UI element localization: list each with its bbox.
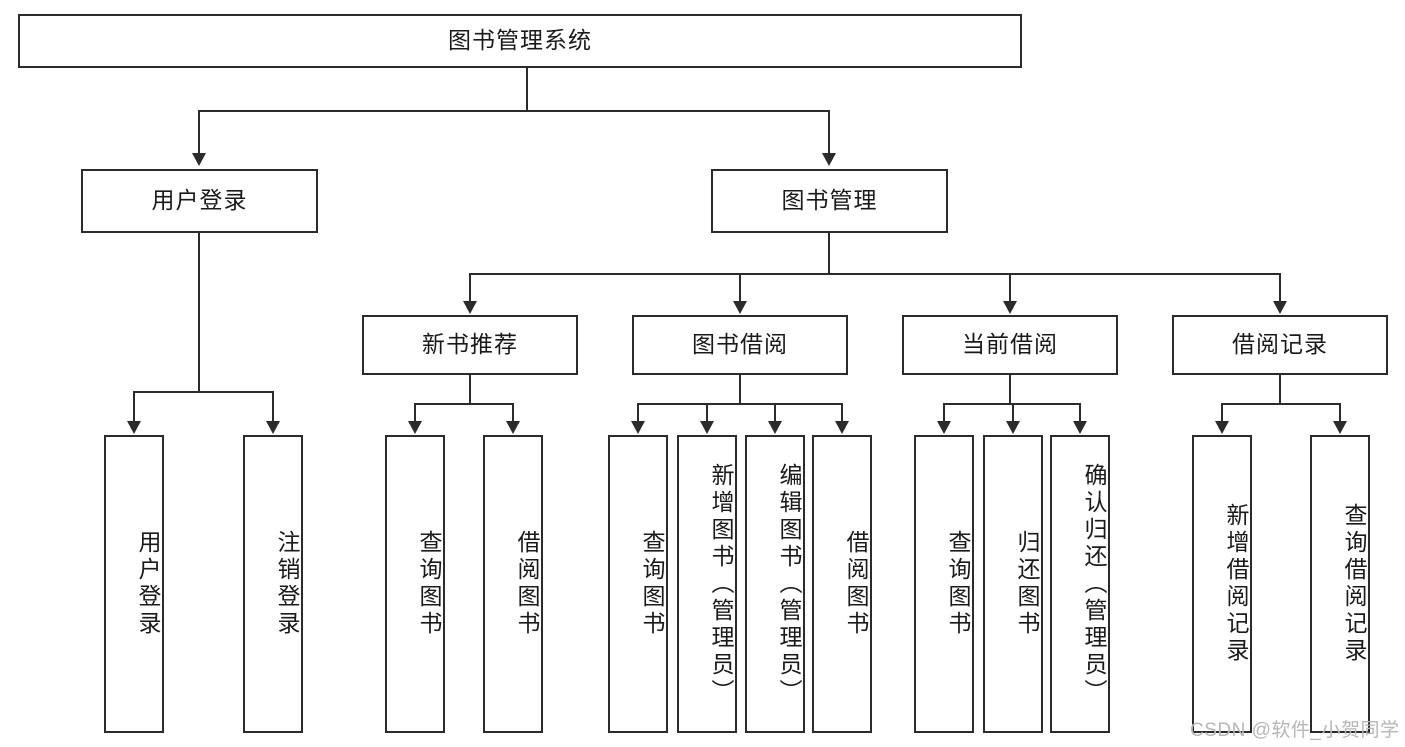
leaf-current-borrow-confirm[interactable]: 确认归还（管理员） bbox=[1050, 435, 1110, 733]
arrow-user-login-to-leaf-1 bbox=[127, 421, 141, 434]
arrow-nb-to-leaf-2 bbox=[506, 421, 520, 434]
connector-bm-to-new-book bbox=[469, 273, 471, 303]
connector-br-to-leaf-2 bbox=[1339, 403, 1341, 423]
node-label: 用户登录 bbox=[151, 187, 248, 214]
connector-user-login-stem bbox=[198, 233, 200, 391]
node-label: 图书管理系统 bbox=[448, 27, 592, 54]
arrow-bm-to-current-borrow bbox=[1003, 301, 1017, 314]
node-new-book-recommend[interactable]: 新书推荐 bbox=[362, 315, 578, 375]
node-label: 新增图书（管理员） bbox=[708, 462, 734, 706]
leaf-user-login-login[interactable]: 用户登录 bbox=[104, 435, 164, 733]
arrow-nb-to-leaf-1 bbox=[408, 421, 422, 434]
connector-current-borrow-stem bbox=[1009, 375, 1011, 403]
connector-user-login-to-leaf-1 bbox=[133, 391, 135, 423]
leaf-current-borrow-return[interactable]: 归还图书 bbox=[983, 435, 1043, 733]
csdn-watermark: CSDN @软件_小贺同学 bbox=[1190, 720, 1400, 741]
connector-root-to-book-manage bbox=[828, 110, 830, 153]
leaf-book-borrow-borrow[interactable]: 借阅图书 bbox=[812, 435, 872, 733]
node-root-system[interactable]: 图书管理系统 bbox=[18, 14, 1022, 68]
node-label: 借阅记录 bbox=[1232, 331, 1328, 358]
leaf-book-borrow-add[interactable]: 新增图书（管理员） bbox=[677, 435, 737, 733]
arrow-bb-to-leaf-3 bbox=[768, 421, 782, 434]
connector-root-bus bbox=[198, 110, 830, 112]
connector-bb-to-leaf-3 bbox=[774, 403, 776, 423]
node-label: 新增借阅记录 bbox=[1223, 503, 1249, 665]
node-label: 当前借阅 bbox=[962, 331, 1058, 358]
node-label: 注销登录 bbox=[274, 530, 300, 638]
arrow-bm-to-book-borrow bbox=[733, 301, 747, 314]
arrow-cb-to-leaf-3 bbox=[1073, 421, 1087, 434]
connector-cb-to-leaf-3 bbox=[1079, 403, 1081, 423]
connector-new-book-stem bbox=[469, 375, 471, 403]
leaf-current-borrow-query[interactable]: 查询图书 bbox=[914, 435, 974, 733]
connector-user-login-bus bbox=[133, 391, 273, 393]
connector-book-borrow-bus bbox=[637, 403, 843, 405]
node-borrow-record[interactable]: 借阅记录 bbox=[1172, 315, 1388, 375]
arrow-br-to-leaf-1 bbox=[1215, 421, 1229, 434]
connector-bm-to-current-borrow bbox=[1009, 273, 1011, 303]
node-user-login[interactable]: 用户登录 bbox=[81, 169, 318, 233]
connector-bb-to-leaf-4 bbox=[841, 403, 843, 423]
connector-cb-to-leaf-2 bbox=[1012, 403, 1014, 423]
arrow-root-to-user-login bbox=[192, 153, 206, 166]
node-current-borrow[interactable]: 当前借阅 bbox=[902, 315, 1118, 375]
node-label: 归还图书 bbox=[1014, 530, 1040, 638]
connector-user-login-to-leaf-2 bbox=[272, 391, 274, 423]
connector-br-to-leaf-1 bbox=[1221, 403, 1223, 423]
arrow-bb-to-leaf-2 bbox=[700, 421, 714, 434]
leaf-borrow-record-add[interactable]: 新增借阅记录 bbox=[1192, 435, 1252, 733]
node-label: 编辑图书（管理员） bbox=[776, 462, 802, 706]
node-label: 借阅图书 bbox=[514, 530, 540, 638]
leaf-new-book-borrow[interactable]: 借阅图书 bbox=[483, 435, 543, 733]
arrow-cb-to-leaf-2 bbox=[1006, 421, 1020, 434]
leaf-book-borrow-query[interactable]: 查询图书 bbox=[608, 435, 668, 733]
leaf-new-book-query[interactable]: 查询图书 bbox=[385, 435, 445, 733]
arrow-bb-to-leaf-1 bbox=[631, 421, 645, 434]
node-label: 新书推荐 bbox=[422, 331, 518, 358]
node-label: 借阅图书 bbox=[843, 530, 869, 638]
connector-borrow-record-bus bbox=[1221, 403, 1341, 405]
connector-nb-to-leaf-1 bbox=[414, 403, 416, 423]
leaf-borrow-record-query[interactable]: 查询借阅记录 bbox=[1310, 435, 1370, 733]
connector-new-book-bus bbox=[414, 403, 514, 405]
connector-book-management-stem bbox=[828, 233, 830, 273]
node-label: 查询借阅记录 bbox=[1341, 503, 1367, 665]
node-label: 查询图书 bbox=[416, 530, 442, 638]
connector-bm-to-book-borrow bbox=[739, 273, 741, 303]
node-label: 用户登录 bbox=[135, 530, 161, 638]
arrow-bm-to-borrow-record bbox=[1273, 301, 1287, 314]
node-label: 图书借阅 bbox=[692, 331, 788, 358]
arrow-root-to-book-manage bbox=[822, 153, 836, 166]
node-book-management[interactable]: 图书管理 bbox=[711, 169, 948, 233]
arrow-bb-to-leaf-4 bbox=[835, 421, 849, 434]
connector-book-borrow-stem bbox=[739, 375, 741, 403]
node-label: 查询图书 bbox=[945, 530, 971, 638]
node-book-borrow[interactable]: 图书借阅 bbox=[632, 315, 848, 375]
arrow-bm-to-new-book bbox=[463, 301, 477, 314]
arrow-br-to-leaf-2 bbox=[1333, 421, 1347, 434]
node-label: 确认归还（管理员） bbox=[1081, 462, 1107, 706]
node-label: 查询图书 bbox=[639, 530, 665, 638]
connector-root-stem bbox=[526, 68, 528, 110]
connector-borrow-record-stem bbox=[1279, 375, 1281, 403]
leaf-book-borrow-edit[interactable]: 编辑图书（管理员） bbox=[745, 435, 805, 733]
connector-bb-to-leaf-1 bbox=[637, 403, 639, 423]
node-label: 图书管理 bbox=[781, 187, 878, 214]
connector-bb-to-leaf-2 bbox=[706, 403, 708, 423]
connector-cb-to-leaf-1 bbox=[943, 403, 945, 423]
connector-nb-to-leaf-2 bbox=[512, 403, 514, 423]
leaf-user-login-logout[interactable]: 注销登录 bbox=[243, 435, 303, 733]
connector-bm-to-borrow-record bbox=[1279, 273, 1281, 303]
connector-root-to-user-login bbox=[198, 110, 200, 153]
arrow-cb-to-leaf-1 bbox=[937, 421, 951, 434]
arrow-user-login-to-leaf-2 bbox=[266, 421, 280, 434]
connector-book-management-bus bbox=[469, 273, 1281, 275]
